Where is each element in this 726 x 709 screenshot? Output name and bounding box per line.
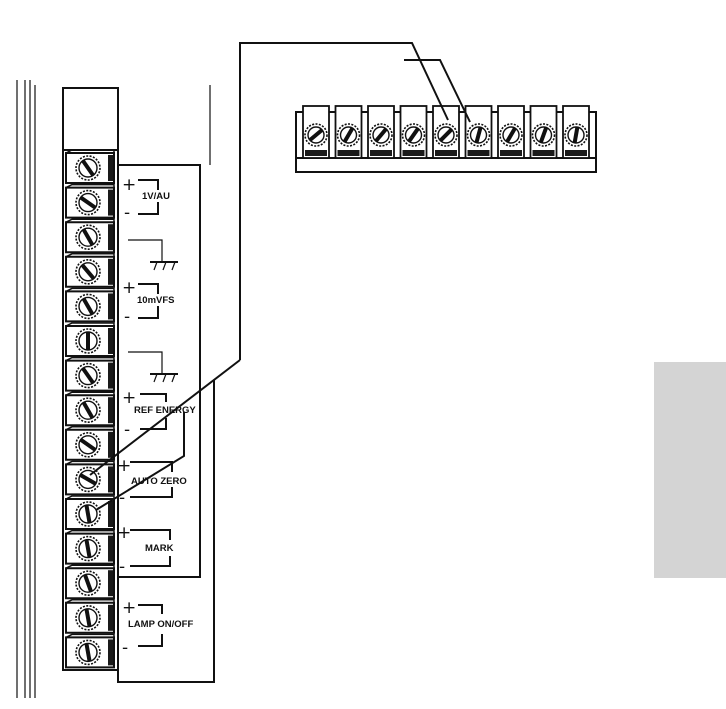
terminal-screw-icon	[75, 604, 101, 631]
terminal-screw-icon	[75, 431, 101, 458]
terminal	[497, 105, 525, 159]
terminal	[302, 105, 330, 159]
terminal	[65, 495, 115, 530]
signal-label-ref-energy: REF ENERGY	[134, 405, 196, 416]
terminal-screw-icon	[75, 293, 101, 320]
terminal-screw-icon	[75, 466, 101, 493]
minus-sign: -	[124, 420, 130, 440]
signal-label-auto-zero: AUTO ZERO	[131, 476, 187, 487]
chassis-edge	[16, 80, 211, 698]
minus-sign: -	[119, 557, 125, 577]
terminal-screw-icon	[75, 224, 101, 250]
terminal-screw-icon	[75, 397, 101, 424]
terminal	[65, 149, 115, 184]
terminal-screw-icon	[531, 123, 556, 147]
terminal	[562, 105, 590, 159]
terminal-screw-icon	[499, 123, 523, 147]
terminal	[65, 322, 115, 357]
terminal	[367, 105, 395, 159]
terminal-screw-icon	[304, 123, 328, 147]
terminal	[65, 218, 115, 254]
terminal-screw-icon	[466, 123, 491, 147]
terminal-screw-icon	[75, 570, 101, 597]
signal-label-1v-au: 1V/AU	[142, 191, 170, 202]
terminal-strip-top	[302, 105, 590, 159]
terminal	[65, 253, 115, 288]
terminal	[65, 183, 115, 219]
plus-sign: +	[122, 598, 136, 618]
signal-label-mark: MARK	[145, 543, 174, 554]
terminal	[399, 105, 428, 159]
terminal-strip-left	[65, 149, 115, 669]
terminal	[334, 105, 363, 159]
terminal-screw-icon	[75, 328, 101, 354]
terminal-screw-icon	[401, 123, 426, 147]
terminal-strip-cap	[62, 87, 119, 151]
terminal-screw-icon	[336, 123, 361, 147]
signal-label-10mvfs: 10mVFS	[137, 295, 175, 306]
terminal-screw-icon	[369, 123, 393, 147]
terminal	[65, 529, 115, 565]
terminal-screw-icon	[75, 535, 101, 562]
remote-terminal-strip	[295, 105, 597, 173]
terminal	[65, 356, 115, 392]
terminal	[65, 287, 115, 323]
terminal-screw-icon	[75, 189, 101, 216]
terminal-screw-icon	[75, 258, 101, 285]
plus-sign: +	[122, 175, 136, 195]
plus-sign: +	[122, 388, 136, 408]
terminal-screw-icon	[75, 639, 101, 666]
terminal	[65, 391, 115, 427]
signal-labels: + - 1V/AU + - 10mVFS + - REF ENERGY + - …	[117, 175, 196, 658]
terminal	[65, 564, 115, 600]
terminal-screw-icon	[75, 362, 101, 389]
minus-sign: -	[124, 203, 130, 223]
terminal-screw-icon	[75, 155, 101, 181]
terminal	[464, 105, 493, 159]
interconnect-cable	[89, 42, 471, 511]
terminal-screw-icon	[434, 123, 458, 147]
terminal	[529, 105, 558, 159]
plus-sign: +	[117, 523, 131, 543]
terminal	[65, 633, 115, 669]
terminal	[65, 460, 115, 496]
page-tab	[654, 362, 726, 578]
minus-sign: -	[119, 488, 125, 508]
plus-sign: +	[122, 278, 136, 298]
terminal-screw-icon	[75, 501, 101, 527]
signal-label-lamp-on-off: LAMP ON/OFF	[128, 619, 193, 630]
terminal	[65, 426, 115, 461]
plus-sign: +	[117, 456, 131, 476]
terminal	[65, 599, 115, 634]
minus-sign: -	[122, 638, 128, 658]
minus-sign: -	[124, 307, 130, 327]
terminal-screw-icon	[564, 123, 588, 147]
